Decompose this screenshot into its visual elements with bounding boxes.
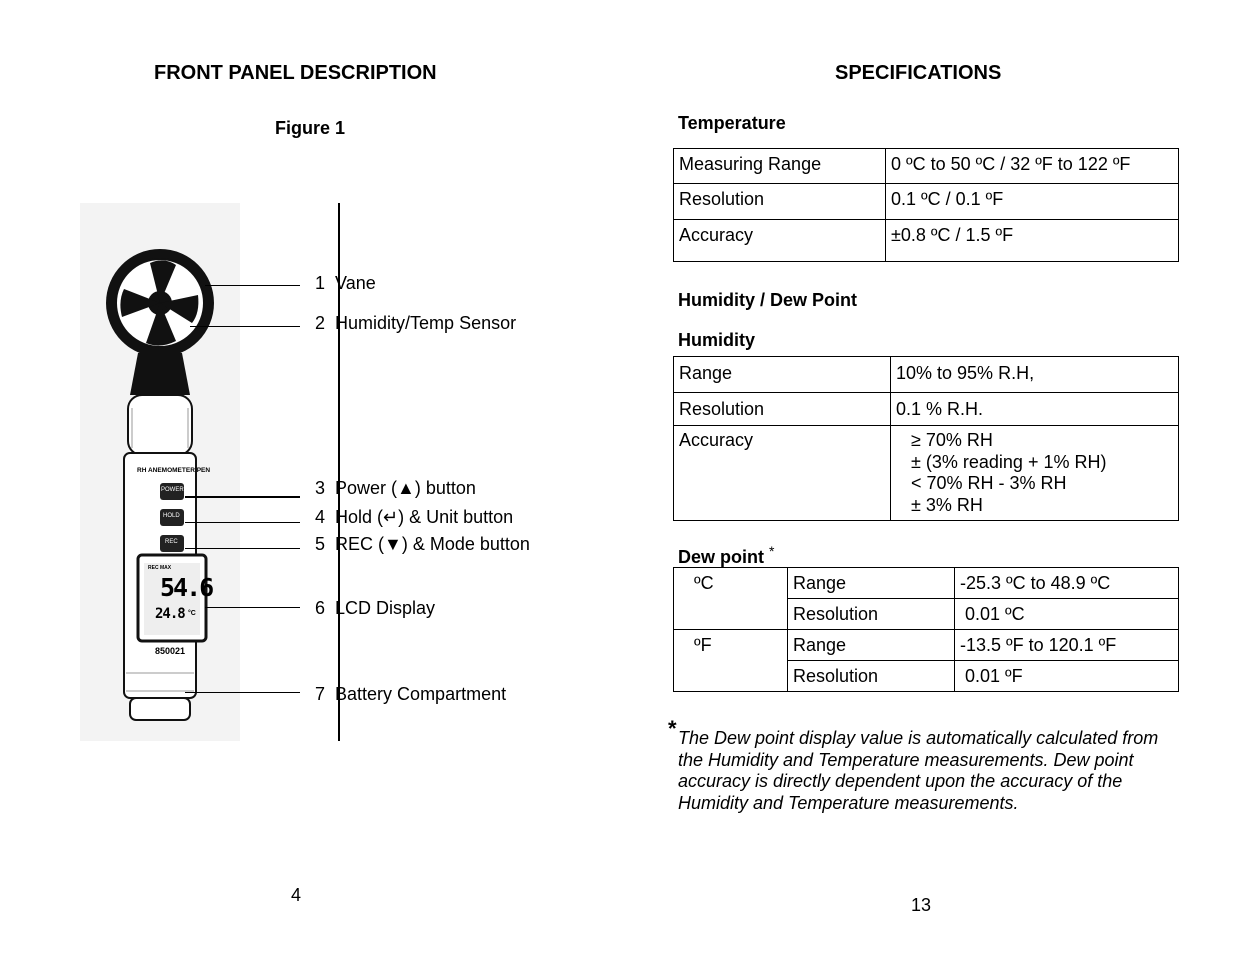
lcd-main-reading: 54.6 [160,573,214,602]
temp-resolution-value: 0.1 ºC / 0.1 ºF [885,183,1179,220]
table-row: ºF Range -13.5 ºF to 120.1 ºF [673,629,1179,692]
callout-5: 5 REC (▼) & Mode button [315,534,530,554]
table-row: Accuracy ≥ 70% RH ± (3% reading + 1% RH)… [673,425,1179,521]
humidity-dew-heading: Humidity / Dew Point [678,290,858,310]
humidity-range-label: Range [673,356,891,393]
humidity-table: Range 10% to 95% R.H, Resolution 0.1 % R… [673,356,1179,521]
callout-6: 6 LCD Display [315,598,436,618]
dew-point-heading: Dew point * [678,543,775,567]
table-row: ºC Range -25.3 ºC to 48.9 ºC [673,567,1179,630]
temperature-table: Measuring Range 0 ºC to 50 ºC / 32 ºF to… [673,148,1179,262]
table-row: Measuring Range 0 ºC to 50 ºC / 32 ºF to… [673,148,1179,184]
figure-label: Figure 1 [275,118,346,138]
right-page-number: 13 [911,895,932,915]
table-row: Resolution 0.1 ºC / 0.1 ºF [673,183,1179,220]
leader-line-hold [185,522,300,523]
temperature-heading: Temperature [678,113,786,133]
humidity-heading: Humidity [678,330,756,350]
dew-f-range-value: -13.5 ºF to 120.1 ºF [954,629,1179,661]
device-illustration [106,249,214,721]
humidity-accuracy-label: Accuracy [673,425,891,521]
hold-button: HOLD [163,513,180,519]
callout-1: 1 Vane [315,273,376,293]
accuracy-line: ± (3% reading + 1% RH) [911,451,1107,472]
specifications-title: SPECIFICATIONS [835,62,1002,84]
leader-line-rec [185,548,300,549]
accuracy-line: ≥ 70% RH [911,430,993,450]
humidity-resolution-label: Resolution [673,392,891,426]
leader-line-sensor [190,326,300,327]
callout-7: 7 Battery Compartment [315,684,507,704]
dew-point-footnote: The Dew point display value is automatic… [678,728,1159,813]
table-row: Range 10% to 95% R.H, [673,356,1179,393]
humidity-range-value: 10% to 95% R.H, [890,356,1179,393]
table-row: Resolution 0.1 % R.H. [673,392,1179,426]
lcd-unit: °C [188,610,196,617]
left-page-number: 4 [291,885,302,905]
device-model-number: 850021 [155,646,186,656]
callout-3: 3 Power (▲) button [315,478,476,498]
rec-button: REC [165,539,178,545]
accuracy-line: < 70% RH - 3% RH [911,473,1067,493]
dew-c-range-value: -25.3 ºC to 48.9 ºC [954,567,1179,599]
temp-range-label: Measuring Range [673,148,886,184]
footnote-asterisk: * [668,716,677,741]
leader-line-vane [205,285,300,286]
dew-f-range-label: Range [787,629,955,661]
table-row: Resolution 0.01 ºC [674,598,1179,630]
callout-2: 2 Humidity/Temp Sensor [315,313,517,333]
leader-line-battery [185,692,300,693]
lcd-sub-reading: 24.8 [155,606,186,622]
temp-accuracy-label: Accuracy [673,219,886,262]
leader-line-power [185,496,300,498]
table-row: Resolution 0.01 ºF [674,660,1179,692]
dew-c-res-label: Resolution [787,598,955,630]
accuracy-line: ± 3% RH [911,494,983,515]
leader-line-lcd [205,607,300,608]
front-panel-title: FRONT PANEL DESCRIPTION [154,62,437,84]
device-header-text: RH ANEMOMETER PEN [137,467,211,474]
dew-f-res-value: 0.01 ºF [954,660,1179,692]
dew-c-unit: ºC [673,567,788,630]
temp-resolution-label: Resolution [673,183,886,220]
temp-range-value: 0 ºC to 50 ºC / 32 ºF to 122 ºF [885,148,1179,184]
humidity-resolution-value: 0.1 % R.H. [890,392,1179,426]
dew-f-res-label: Resolution [787,660,955,692]
dew-point-table: ºC Range -25.3 ºC to 48.9 ºC Resolution … [673,567,1179,692]
callout-vertical-line [338,203,340,741]
temp-accuracy-value: ±0.8 ºC / 1.5 ºF [885,219,1179,262]
lcd-top-labels: REC MAX [148,565,172,571]
humidity-accuracy-value: ≥ 70% RH ± (3% reading + 1% RH) < 70% RH… [890,425,1179,521]
dew-c-range-label: Range [787,567,955,599]
dew-c-res-value: 0.01 ºC [954,598,1179,630]
power-button: POWER [161,487,184,493]
table-row: Accuracy ±0.8 ºC / 1.5 ºF [673,219,1179,262]
dew-f-unit: ºF [673,629,788,692]
callout-4: 4 Hold (↵) & Unit button [315,507,514,527]
